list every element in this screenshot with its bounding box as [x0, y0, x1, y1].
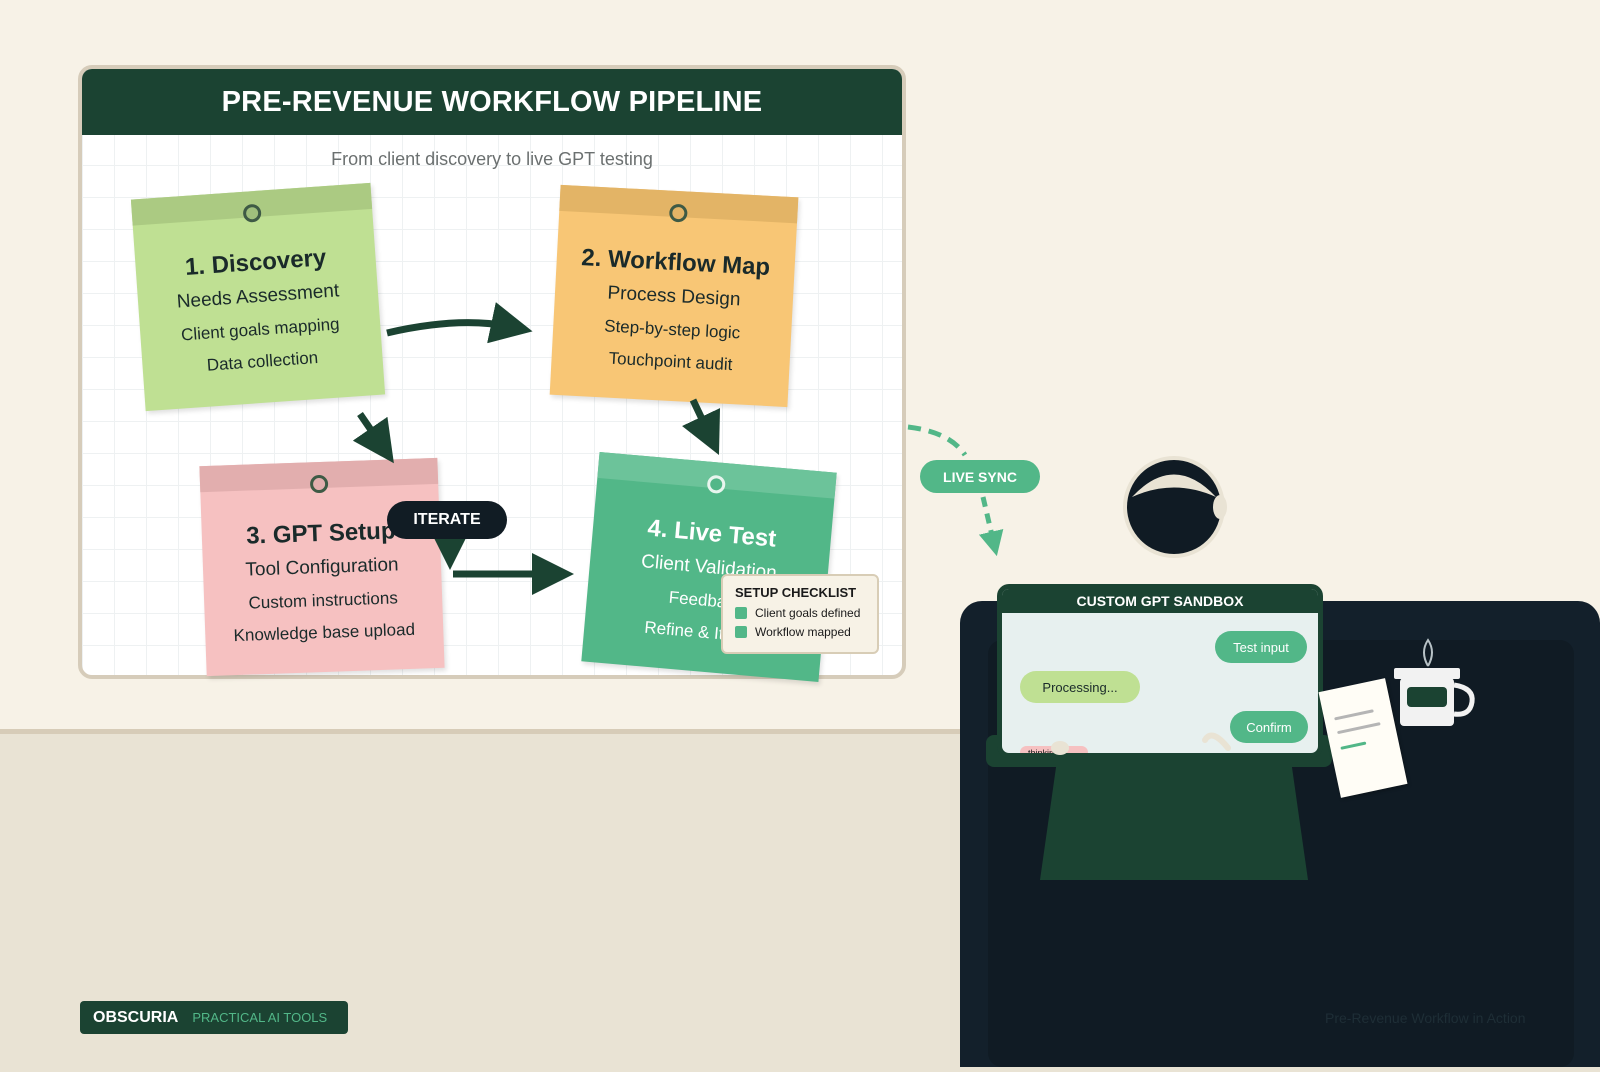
gpt-sandbox-screen: CUSTOM GPT SANDBOX Test input Processing…	[997, 584, 1323, 758]
checklist-item-label: Workflow mapped	[755, 625, 851, 639]
iterate-badge: ITERATE	[387, 501, 507, 539]
chat-bubble-user: Test input	[1215, 631, 1307, 663]
scene-caption: Pre-Revenue Workflow in Action	[1325, 1010, 1526, 1026]
setup-checklist: SETUP CHECKLIST Client goals defined Wor…	[721, 574, 879, 654]
checklist-item-label: Client goals defined	[755, 606, 861, 620]
board-title: PRE-REVENUE WORKFLOW PIPELINE	[82, 69, 902, 135]
chat-bubble-bot: Processing...	[1020, 671, 1140, 703]
checkbox-icon	[735, 607, 747, 619]
brand-tag: OBSCURIA PRACTICAL AI TOOLS	[80, 1001, 348, 1034]
arrow-discovery-to-map	[386, 302, 533, 344]
arrow-map-to-test	[682, 398, 721, 455]
arrow-discovery-to-setup	[352, 412, 394, 464]
board-subtitle: From client discovery to live GPT testin…	[331, 149, 653, 169]
sandbox-title: CUSTOM GPT SANDBOX	[1002, 589, 1318, 615]
person-torso	[1040, 748, 1308, 880]
checklist-item: Workflow mapped	[735, 625, 865, 639]
live-sync-badge: LIVE SYNC	[920, 460, 1040, 493]
brand-tagline: PRACTICAL AI TOOLS	[192, 1010, 328, 1025]
checklist-item: Client goals defined	[735, 606, 865, 620]
checkbox-icon	[735, 626, 747, 638]
brand-name: OBSCURIA	[93, 1008, 179, 1026]
checklist-title: SETUP CHECKLIST	[735, 585, 857, 600]
live-sync-arrow	[978, 496, 1004, 557]
live-sync-connector	[907, 424, 968, 457]
chat-bubble-user: Confirm	[1230, 711, 1308, 743]
